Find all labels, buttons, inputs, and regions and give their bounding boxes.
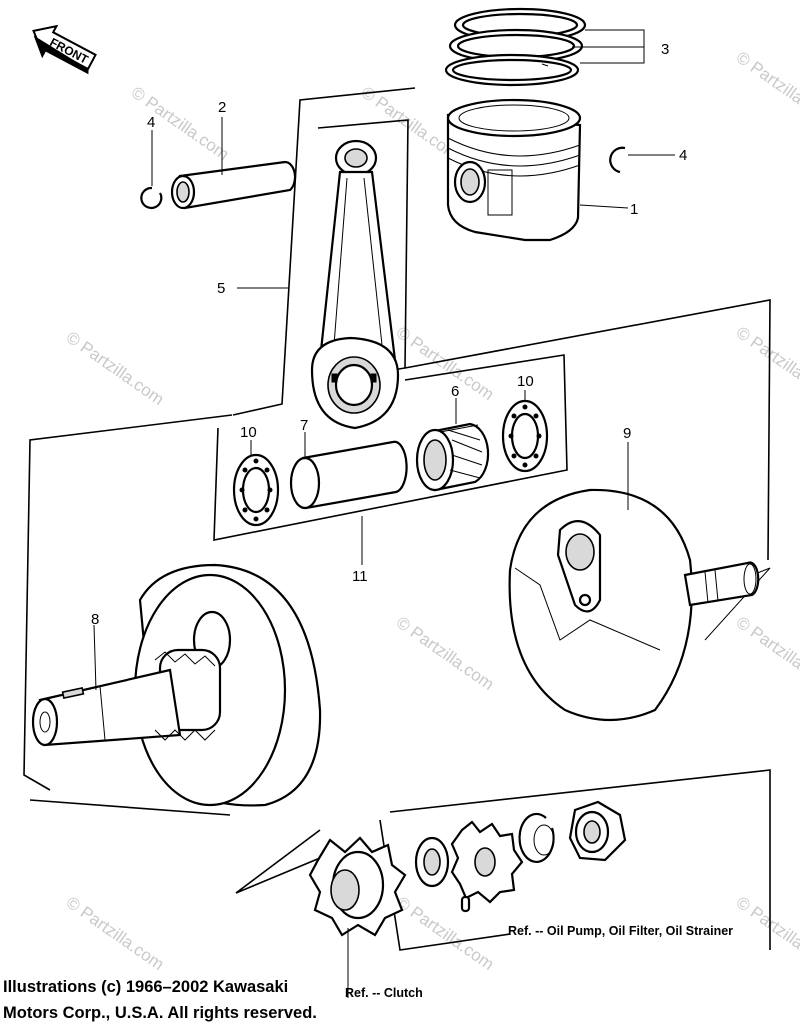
- lower-gear-large: [308, 836, 407, 937]
- copyright-line-1: Illustrations (c) 1966–2002 Kawasaki: [3, 978, 288, 996]
- nut: [568, 800, 627, 862]
- callout-3: 3: [661, 41, 669, 58]
- front-arrow-icon: FRONT: [32, 24, 97, 75]
- thrust-washer-right: [501, 399, 549, 473]
- callout-leaders: [93, 29, 675, 998]
- piston-pin: [170, 160, 297, 210]
- circlip-left: [140, 186, 163, 210]
- circlip-lower: [518, 812, 555, 864]
- callout-4-left: 4: [147, 114, 155, 131]
- piston: [446, 98, 582, 242]
- callout-5: 5: [217, 280, 225, 297]
- watermark: © Partzilla.com: [733, 323, 800, 404]
- callout-7: 7: [300, 417, 308, 434]
- watermark: © Partzilla.com: [63, 893, 168, 974]
- lower-gear-small: [450, 820, 524, 904]
- watermark: © Partzilla.com: [393, 613, 498, 694]
- crank-pin: [289, 440, 408, 510]
- callout-10-right: 10: [517, 373, 534, 390]
- callout-4-right: 4: [679, 147, 687, 164]
- circlip-lower-inner: [533, 824, 555, 856]
- watermark: © Partzilla.com: [733, 893, 800, 974]
- watermark: © Partzilla.com: [63, 328, 168, 409]
- callout-10-left: 10: [240, 424, 257, 441]
- connecting-rod: [310, 139, 400, 430]
- crankshaft-left-half: [31, 563, 322, 807]
- thrust-washer-left: [232, 453, 280, 527]
- watermark: © Partzilla.com: [393, 323, 498, 404]
- callout-1: 1: [630, 201, 638, 218]
- callout-2: 2: [218, 99, 226, 116]
- callout-9: 9: [623, 425, 631, 442]
- callout-6: 6: [451, 383, 459, 400]
- watermark: © Partzilla.com: [393, 893, 498, 974]
- watermark: © Partzilla.com: [733, 613, 800, 694]
- pin-small: [460, 895, 471, 913]
- ref-oil-pump-label: Ref. -- Oil Pump, Oil Filter, Oil Strain…: [508, 924, 733, 938]
- callout-8: 8: [91, 611, 99, 628]
- circlip-right: [609, 146, 626, 174]
- watermark: © Partzilla.com: [733, 48, 800, 129]
- piston-rings: [444, 7, 587, 87]
- callout-numbers: 1 2 3 4 4 5 6 7 8 9 10 10 11: [91, 41, 687, 628]
- watermark: © Partzilla.com: [128, 83, 233, 164]
- callout-11: 11: [352, 568, 368, 585]
- crankshaft-right-half: [508, 488, 760, 722]
- ref-clutch-label: Ref. -- Clutch: [345, 986, 423, 1000]
- needle-bearing: [415, 422, 490, 492]
- copyright-line-2: Motors Corp., U.S.A. All rights reserved…: [3, 1004, 317, 1022]
- washer-small-hole: [423, 848, 441, 876]
